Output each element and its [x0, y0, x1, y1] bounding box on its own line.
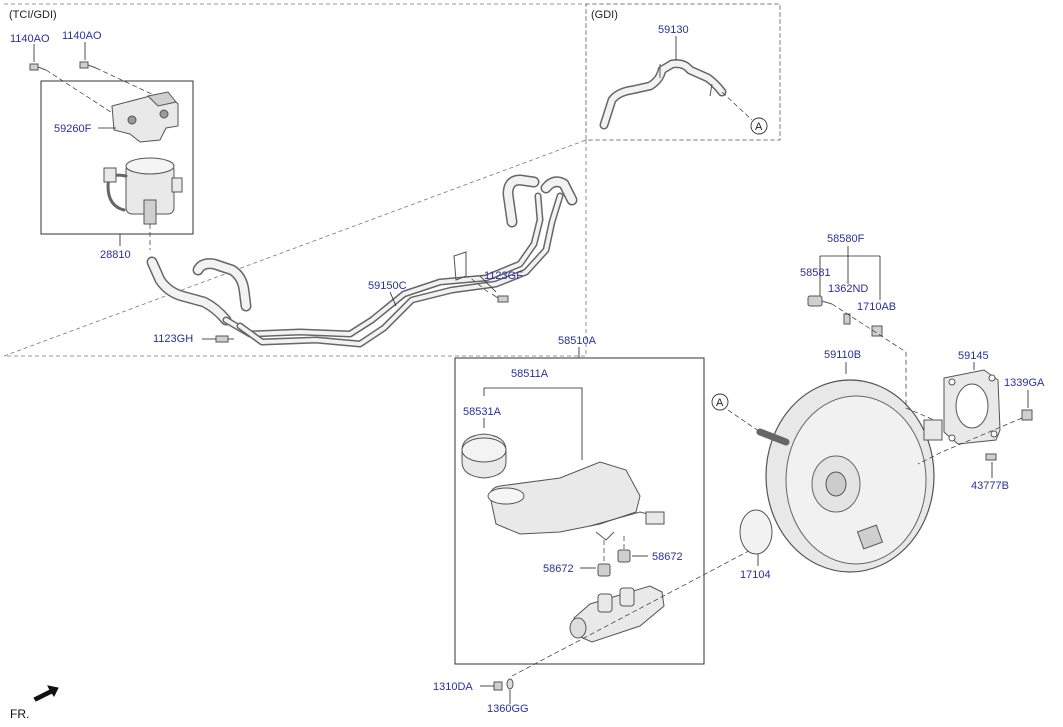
label-1710ab: 1710AB — [857, 301, 896, 313]
gasket-17104 — [739, 509, 773, 555]
dash-mc-axis — [511, 543, 763, 677]
callout-circle-a-top — [750, 117, 768, 135]
dash-bolt-right — [95, 67, 157, 97]
dash-seals — [603, 536, 625, 564]
part-labels: 1140AO 1140AO 59260F 28810 1123GH 59150C… — [10, 24, 1045, 715]
clevis-pin-58581 — [807, 295, 833, 307]
section-label-tci-gdi: (TCI/GDI) — [9, 9, 57, 21]
label-17104: 17104 — [740, 569, 771, 581]
bolt-1123gh — [215, 335, 234, 343]
label-59145: 59145 — [958, 350, 989, 362]
bracket-59260f — [111, 91, 179, 143]
label-1310da: 1310DA — [433, 681, 473, 693]
label-58581: 58581 — [800, 267, 831, 279]
label-1123gh: 1123GH — [153, 333, 193, 345]
label-59130: 59130 — [658, 24, 689, 36]
label-58672-right: 58672 — [652, 551, 683, 563]
section-frame-gdi — [585, 3, 781, 141]
master-cylinder — [569, 585, 665, 643]
label-59150c: 59150C — [368, 280, 407, 292]
seal-58672-left — [597, 563, 611, 577]
master-cylinder-box — [454, 357, 705, 665]
hose-59150c — [146, 174, 578, 348]
hose-59130 — [599, 59, 727, 130]
callout-a-top: A — [755, 121, 763, 133]
dash-bolt-left — [45, 69, 121, 119]
label-1140ao-right: 1140AO — [62, 30, 102, 42]
label-1140ao-left: 1140AO — [10, 33, 50, 45]
label-1362nd: 1362ND — [828, 283, 868, 295]
leader-58580f — [819, 246, 881, 300]
pump-assembly-box — [40, 80, 194, 235]
gasket-plate-59145 — [943, 369, 1001, 445]
label-58672-left: 58672 — [543, 563, 574, 575]
label-58580f: 58580F — [827, 233, 865, 245]
label-58531a: 58531A — [463, 406, 502, 418]
dash-1123gf — [467, 275, 489, 293]
reservoir-58511a — [487, 461, 665, 541]
bolt-1140ao-left — [29, 63, 47, 71]
label-43777b: 43777B — [971, 480, 1009, 492]
brake-booster-59110b — [756, 379, 943, 573]
bolt-1123gf — [491, 293, 509, 303]
label-28810: 28810 — [100, 249, 131, 261]
vacuum-pump-28810 — [103, 157, 183, 225]
nut-1710ab — [871, 325, 883, 337]
leader-59150c — [389, 291, 397, 307]
nut-1339ga — [1021, 409, 1033, 421]
label-1123gf: 1123GF — [484, 270, 523, 282]
callout-a-booster: A — [716, 397, 724, 409]
bolt-1140ao-right — [79, 61, 97, 69]
callout-circle-a-booster — [711, 393, 729, 411]
dash-a-booster — [727, 409, 761, 433]
washer-1360gg — [506, 678, 514, 690]
label-59110b: 59110B — [824, 349, 861, 361]
label-59260f: 59260F — [54, 123, 92, 135]
dash-1339ga — [917, 417, 1023, 465]
nut-1310da — [493, 681, 503, 691]
label-58511a: 58511A — [511, 368, 549, 380]
section-label-gdi: (GDI) — [591, 9, 618, 21]
label-1339ga: 1339GA — [1004, 377, 1045, 389]
leader-58511a — [483, 387, 583, 460]
reservoir-cap-58531a — [461, 433, 507, 479]
leader-59130-to-a — [721, 91, 753, 121]
pin-43777b — [985, 453, 997, 461]
label-1360gg: 1360GG — [487, 703, 529, 715]
direction-label: FR. — [10, 707, 29, 721]
front-direction-arrow — [33, 685, 59, 702]
leader-1123gf — [479, 275, 497, 293]
dash-clevis — [831, 303, 935, 421]
label-58510a: 58510A — [558, 335, 597, 347]
seal-58672-right — [617, 549, 631, 563]
